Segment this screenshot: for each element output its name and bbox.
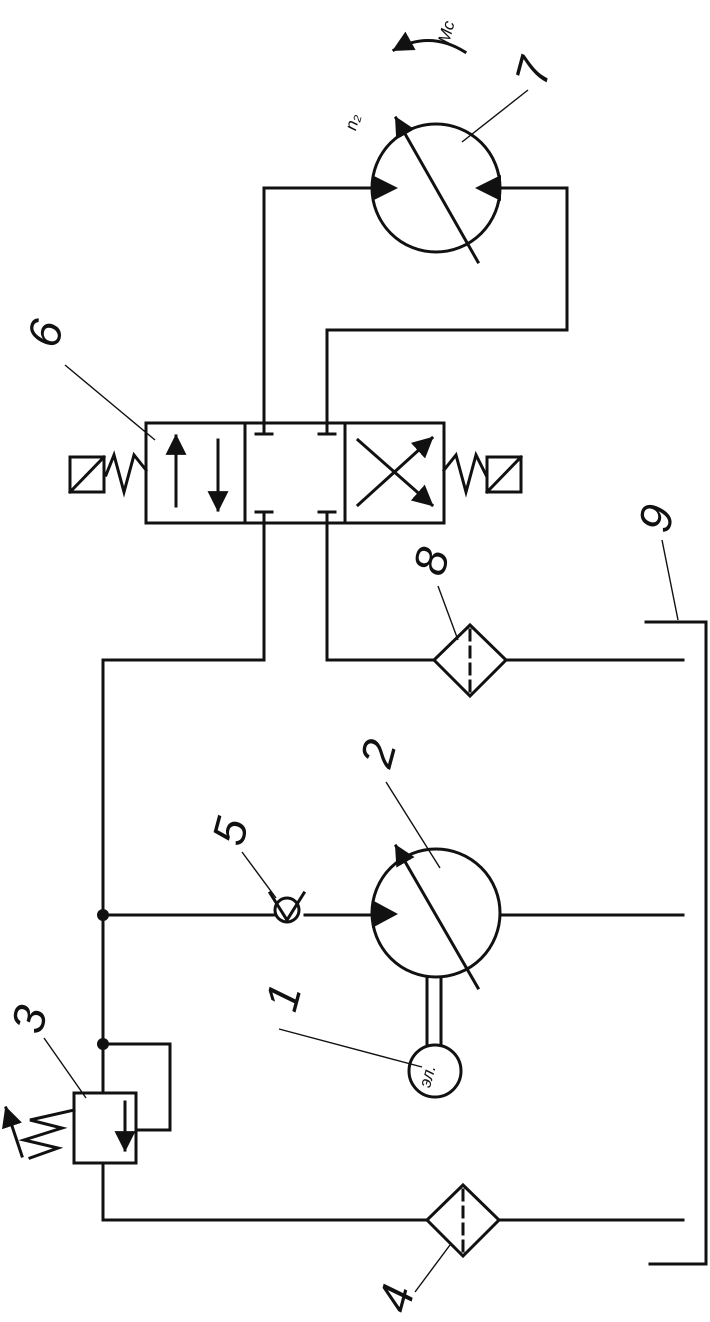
label-1: 1: [255, 978, 312, 1016]
check-valve: [267, 890, 307, 924]
drain-line: [325, 518, 685, 662]
label-8: 8: [403, 542, 460, 581]
torque-indicator: Mс n₂: [341, 18, 468, 132]
return-filter: [424, 1182, 502, 1259]
pressure-line: [97, 518, 266, 1094]
tank: [644, 620, 708, 1266]
label-5: 5: [202, 812, 259, 851]
drain-filter: [431, 622, 509, 699]
leader-lines: [43, 89, 679, 1293]
variable-pump: [370, 843, 502, 991]
label-4: 4: [368, 1279, 425, 1317]
directional-valve: [67, 421, 524, 525]
relief-valve: [2, 1042, 172, 1222]
hydraulic-motor: [370, 115, 502, 265]
electric-motor: эл.: [407, 976, 463, 1099]
label-2: 2: [349, 734, 406, 773]
torque-label: Mс: [434, 18, 458, 45]
label-7: 7: [505, 51, 562, 91]
label-9: 9: [628, 499, 685, 537]
label-3: 3: [1, 1000, 58, 1039]
label-6: 6: [17, 314, 74, 353]
speed-label: n₂: [341, 111, 364, 132]
motor-lines: [262, 186, 569, 425]
